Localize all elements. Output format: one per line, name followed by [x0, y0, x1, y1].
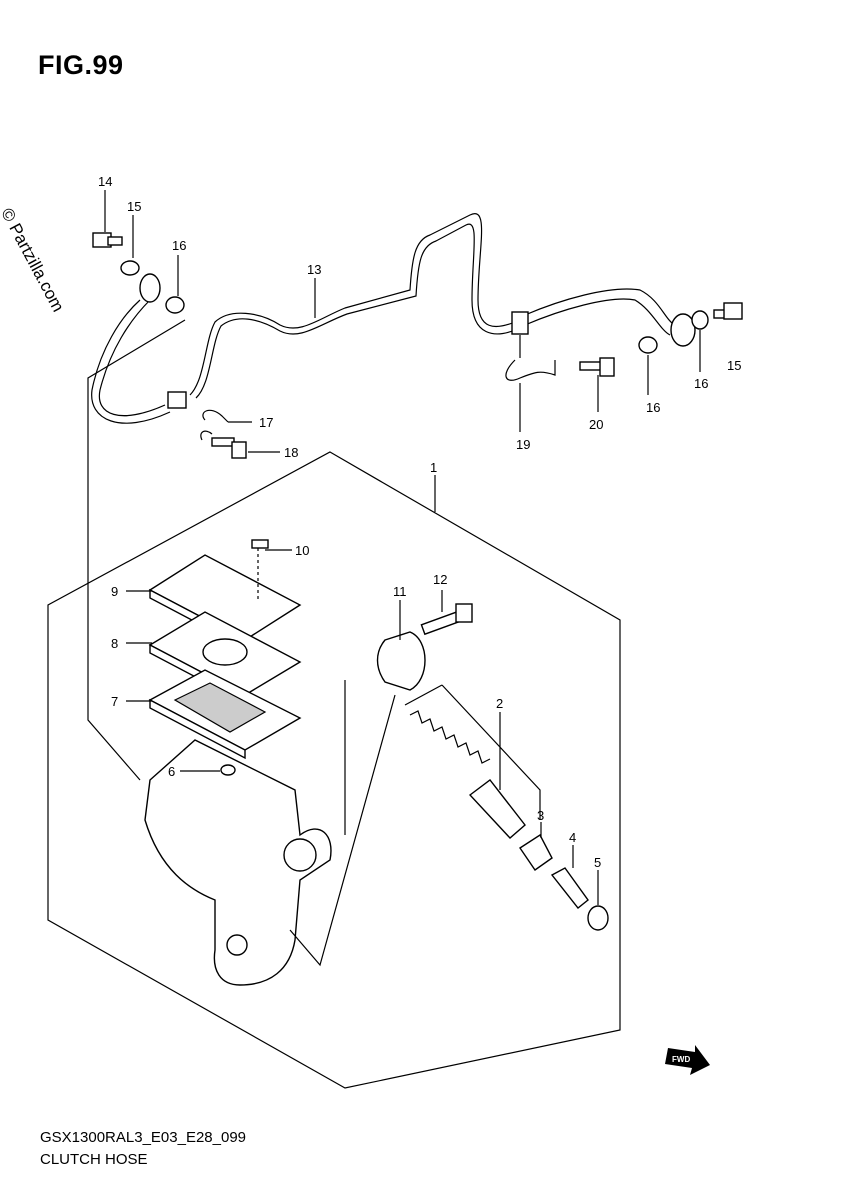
callout-19: 19	[516, 437, 530, 452]
diagram-name: CLUTCH HOSE	[40, 1151, 148, 1168]
bolt-12-head	[455, 603, 473, 623]
callout-6: 6	[168, 764, 175, 779]
leader-lines	[87, 190, 701, 967]
master-cylinder-body	[144, 739, 332, 986]
callout-16-b: 16	[172, 238, 186, 253]
clamp-17	[202, 409, 229, 423]
callout-5: 5	[594, 855, 601, 870]
gasket-16d	[691, 310, 709, 330]
callout-3: 3	[537, 808, 544, 823]
bolt-18-head	[231, 441, 247, 459]
fwd-arrow-icon: FWD	[665, 1045, 710, 1075]
banjo-fitting-right	[670, 313, 696, 347]
callout-16-a: 15	[127, 199, 141, 214]
figure-title: FIG.99	[38, 50, 124, 80]
hose-joint-right	[511, 311, 529, 335]
piston-cup-3	[519, 833, 553, 871]
reservoir-nut-6	[220, 764, 236, 776]
callout-10: 10	[295, 543, 309, 558]
hose-right	[524, 288, 676, 336]
bolt-18-thread	[211, 437, 235, 447]
gasket-16b	[165, 296, 185, 314]
callout-labels: 14 15 16 13 15 16 16 19 20 17 18 1 10 9 …	[98, 174, 741, 870]
callout-13: 13	[307, 262, 321, 277]
boot-5	[587, 905, 609, 931]
callout-16-c: 16	[646, 400, 660, 415]
callout-12: 12	[433, 572, 447, 587]
hose-joint	[167, 391, 187, 409]
banjo-fitting-left	[139, 273, 161, 303]
callout-11: 11	[393, 584, 407, 599]
push-rod-4	[550, 867, 589, 909]
pipe-13	[189, 213, 516, 396]
callout-9: 9	[111, 584, 118, 599]
callout-17: 17	[259, 415, 273, 430]
callout-7: 7	[111, 694, 118, 709]
callout-18: 18	[284, 445, 298, 460]
gasket-16c	[638, 336, 658, 354]
callout-2: 2	[496, 696, 503, 711]
model-code: GSX1300RAL3_E03_E28_099	[40, 1129, 247, 1146]
bolt-20-thread	[579, 361, 603, 371]
union-bolt-15	[723, 302, 743, 320]
bolt-12-thread	[420, 610, 462, 636]
callout-20: 20	[589, 417, 603, 432]
callout-1: 1	[430, 460, 437, 475]
hose-left	[91, 299, 171, 424]
bolt-20-head	[599, 357, 615, 377]
piston-assembly	[468, 779, 526, 839]
callout-14: 14	[98, 174, 112, 189]
clamp-19	[505, 359, 556, 381]
callout-4: 4	[569, 830, 576, 845]
callout-15: 15	[727, 358, 741, 373]
spring-2	[409, 710, 491, 764]
assembly-boundary	[47, 451, 621, 1089]
gasket-16a	[120, 260, 140, 276]
screw-10-head	[251, 539, 269, 549]
holder-11	[376, 631, 426, 691]
callout-8: 8	[111, 636, 118, 651]
callout-16-d: 16	[694, 376, 708, 391]
fwd-label: FWD	[672, 1055, 690, 1064]
